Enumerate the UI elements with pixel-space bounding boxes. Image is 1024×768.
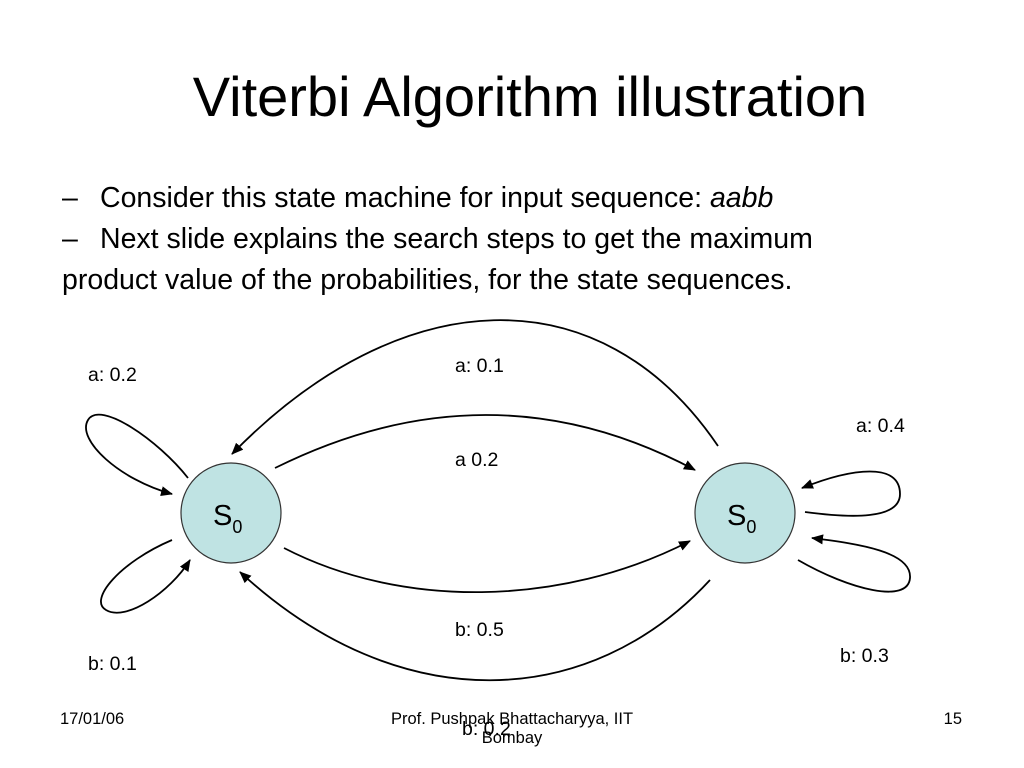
input-sequence: aabb <box>709 182 774 214</box>
edge-top-outer <box>231 319 719 455</box>
footer-date: 17/01/06 <box>60 710 125 728</box>
bullet-continuation: product value of the probabilities, for … <box>62 264 793 296</box>
state-left-subscript: 0 <box>232 517 242 537</box>
label-right-self-a: a: 0.4 <box>856 415 905 437</box>
state-left-label: S0 <box>213 500 242 537</box>
bullet-item: –Consider this state machine for input s… <box>62 178 992 219</box>
page-number: 15 <box>943 710 962 728</box>
edge-top-inner <box>274 414 696 471</box>
bullet-list: –Consider this state machine for input s… <box>62 178 992 301</box>
label-top-inner: a 0.2 <box>455 449 498 471</box>
edge-left-self-a <box>85 413 189 496</box>
state-right-name: S <box>727 500 746 532</box>
edge-right-self-a <box>801 470 901 517</box>
footer-author-line2: Bombay <box>481 729 543 747</box>
bullet-dash: – <box>62 182 78 214</box>
slide-title: Viterbi Algorithm illustration <box>192 65 868 128</box>
bullet-text: Consider this state machine for input se… <box>100 182 710 214</box>
footer-author: Prof. Pushpak Bhattacharyya, IIT Bombay <box>312 710 712 748</box>
edge-bottom-outer <box>239 571 711 682</box>
label-left-self-a: a: 0.2 <box>88 364 137 386</box>
edge-left-self-b <box>100 539 191 614</box>
label-left-self-b: b: 0.1 <box>88 653 137 675</box>
label-top-outer: a: 0.1 <box>455 355 504 377</box>
bullet-item: –Next slide explains the search steps to… <box>62 219 992 260</box>
bullet-text: Next slide explains the search steps to … <box>100 223 813 255</box>
state-right <box>694 462 796 564</box>
state-right-label: S0 <box>727 500 756 537</box>
state-right-subscript: 0 <box>746 517 756 537</box>
edge-right-self-b <box>797 534 911 593</box>
label-bottom-outer: b: 0.2 <box>462 718 511 740</box>
label-bottom-inner: b: 0.5 <box>455 619 504 641</box>
footer-author-line1: Prof. Pushpak Bhattacharyya, IIT <box>390 710 634 728</box>
state-left <box>180 462 282 564</box>
bullet-dash: – <box>62 223 78 255</box>
state-left-name: S <box>213 500 232 532</box>
label-right-self-b: b: 0.3 <box>840 645 889 667</box>
edge-bottom-inner <box>283 540 691 594</box>
